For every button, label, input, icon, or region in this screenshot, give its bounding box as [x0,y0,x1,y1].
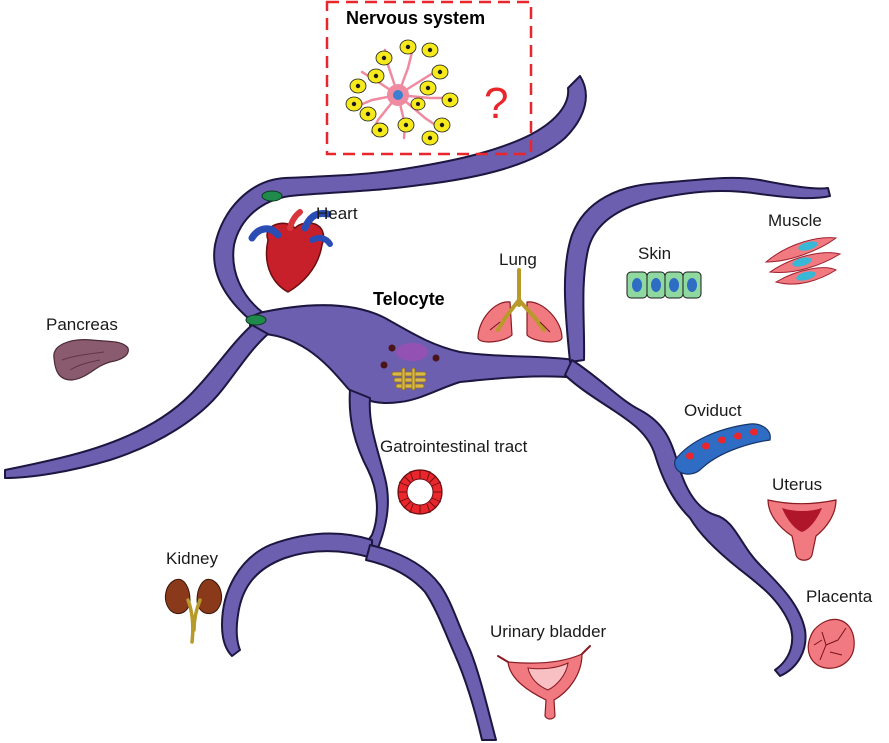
telopode-lower-right [365,544,497,741]
lung-label: Lung [499,250,537,269]
telocyte-vesicle [432,354,440,362]
uterus-label: Uterus [772,475,822,494]
kidney-label: Kidney [166,549,218,568]
urinary-bladder-label: Urinary bladder [490,622,607,641]
pancreas-icon [53,339,129,381]
kidney-icon [164,578,223,644]
oviduct-label: Oviduct [684,401,742,420]
nervous-system-label: Nervous system [346,8,485,28]
muscle-icon [764,237,842,285]
heart-icon [248,209,333,293]
telopode-right-upper [563,176,831,363]
gastrointestinal-label: Gatrointestinal tract [380,437,528,456]
urinary-bladder-icon [497,645,591,720]
telocyte-vesicle [380,361,388,369]
telopode-nucleus-left [245,314,267,326]
telopode-lower [348,389,389,549]
muscle-label: Muscle [768,211,822,230]
heart-label: Heart [316,204,358,223]
skin-label: Skin [638,244,671,263]
telopode-lower-left [221,532,373,657]
telocyte-vesicle [388,344,396,352]
oviduct-icon [674,423,771,475]
telopode-nucleus-upper [261,190,283,202]
placenta-icon [807,618,855,669]
uterus-icon [767,499,837,561]
pancreas-label: Pancreas [46,315,118,334]
skin-icon [626,271,702,299]
nervous-system-box [325,0,533,156]
placenta-label: Placenta [806,587,873,606]
question-mark-label: ? [484,79,508,128]
neuron-icon [345,39,459,146]
gastrointestinal-icon [397,469,443,515]
telocyte-label: Telocyte [373,289,445,309]
golgi-apparatus [391,367,427,391]
telocyte-nucleus [396,343,428,361]
telopode-left [4,324,269,479]
lung-icon [477,268,563,343]
